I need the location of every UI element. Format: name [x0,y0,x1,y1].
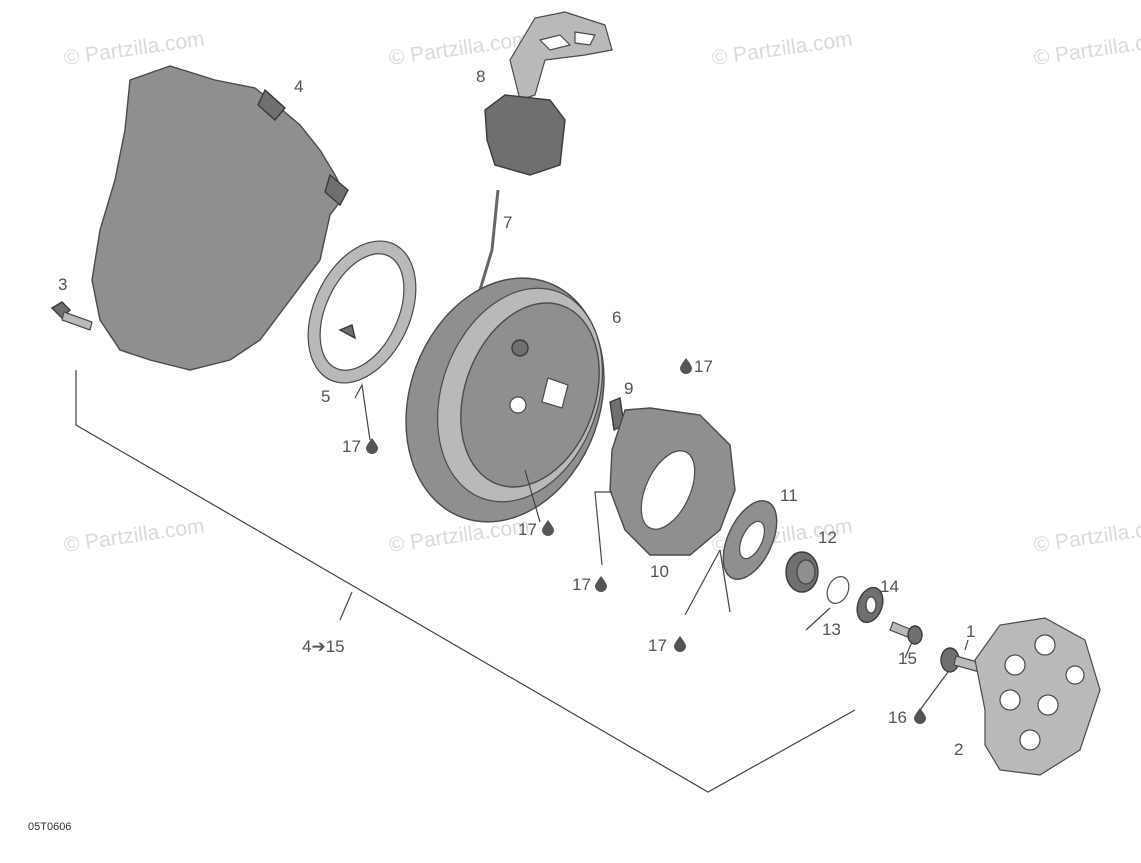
lock-washer[interactable] [853,584,888,626]
callout-8: 8 [476,67,485,86]
callout-14: 14 [880,577,899,596]
callout-1: 1 [966,622,975,641]
lubricant-icon [366,438,378,454]
callout-13: 13 [822,620,841,639]
housing-bolt[interactable] [50,301,93,331]
pulley-screw[interactable] [889,621,923,645]
lubricant-icon [680,358,692,374]
callout-labels: 4 8 7 3 6 17 9 5 17 11 17 12 10 17 14 13… [58,67,975,759]
callout-9: 9 [624,379,633,398]
washer[interactable] [712,493,787,588]
callout-17: 17 [342,437,361,456]
watermark: © Partzilla.com [710,27,853,69]
pulley-nut[interactable] [785,551,819,593]
callout-17: 17 [648,636,667,655]
friction-plate[interactable] [609,407,736,556]
watermark: © Partzilla.com [387,514,530,556]
lubricant-icon [542,520,554,536]
lubricant-icon [674,636,686,652]
watermark: © Partzilla.com [1032,27,1141,69]
callout-12: 12 [818,528,837,547]
watermark: © Partzilla.com [62,27,205,69]
callout-range: 4➔15 [302,637,345,656]
callout-10: 10 [650,562,669,581]
callout-3: 3 [58,275,67,294]
rewind-spring[interactable] [287,224,437,401]
callout-17: 17 [518,520,537,539]
rope-pulley[interactable] [373,250,637,550]
callout-4: 4 [294,77,303,96]
lubricant-icon [914,708,926,724]
callout-11: 11 [780,486,798,505]
watermark: © Partzilla.com [1032,514,1141,556]
figure-code: 05T0606 [28,821,71,833]
starter-cup[interactable] [974,617,1101,776]
lubricant-icon [595,576,607,592]
watermark: © Partzilla.com [387,27,530,69]
watermark: © Partzilla.com [62,514,205,556]
callout-17: 17 [694,357,713,376]
callout-5: 5 [321,387,330,406]
spring-ring[interactable] [823,573,853,607]
starter-handle[interactable] [484,11,613,176]
starter-housing[interactable] [91,65,349,371]
callout-17: 17 [572,575,591,594]
callout-16: 16 [888,708,907,727]
callout-7: 7 [503,213,512,232]
leader-lines [75,370,969,793]
callout-15: 15 [898,649,917,668]
callout-2: 2 [954,740,963,759]
callout-6: 6 [612,308,621,327]
